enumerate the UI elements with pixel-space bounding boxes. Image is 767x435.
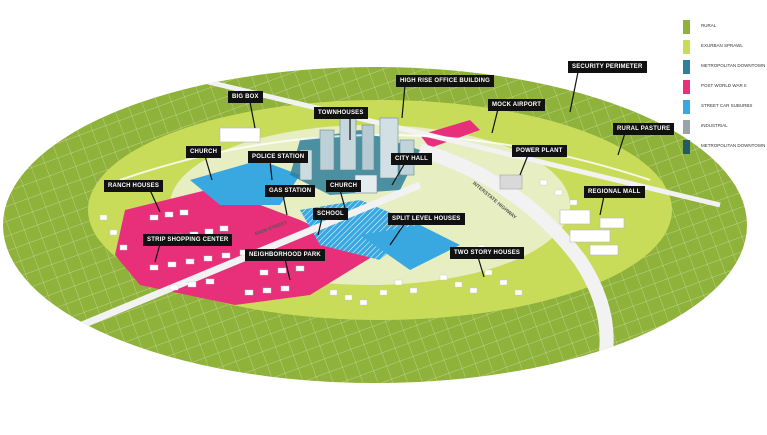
legend-label: EXURBAN SPRAWL [701, 43, 743, 48]
legend-label: METROPOLITAN DOWNTOWN [701, 63, 766, 68]
legend-label: RURAL [701, 23, 717, 28]
legend-label: INDUSTRIAL [701, 123, 728, 128]
legend-label: STREET CAR SUBURBS [701, 103, 753, 108]
callout-regional-mall: REGIONAL MALL [584, 186, 645, 198]
legend-item-industrial: INDUSTRIAL [683, 120, 763, 134]
legend-label: POST WORLD WAR II [701, 83, 747, 88]
big-box-building [219, 127, 261, 143]
callout-lines [149, 71, 626, 281]
callout-two-story: TWO STORY HOUSES [450, 247, 525, 259]
legend-item-metro-downtown-dark: METROPOLITAN DOWNTOWN [683, 140, 766, 154]
legend-swatch [683, 60, 690, 74]
callout-neighborhood-park: NEIGHBORHOOD PARK [245, 249, 325, 261]
callout-townhouses: TOWNHOUSES [314, 107, 368, 119]
legend-item-rural: RURAL [683, 20, 763, 34]
callout-city-hall: CITY HALL [391, 153, 433, 165]
legend-swatch [683, 120, 690, 134]
callout-power-plant: POWER PLANT [512, 145, 567, 157]
callout-high-rise: HIGH RISE OFFICE BUILDING [396, 75, 495, 87]
legend-item-streetcar: STREET CAR SUBURBS [683, 100, 763, 114]
callout-security-perimeter: SECURITY PERIMETER [568, 61, 647, 73]
power-plant-building [499, 174, 523, 190]
legend-swatch [683, 40, 690, 54]
callout-split-level: SPLIT LEVEL HOUSES [388, 213, 465, 225]
callout-police-station: POLICE STATION [248, 151, 309, 163]
interstate-highway [417, 143, 614, 383]
callout-gas-station: GAS STATION [265, 185, 316, 197]
regional-mall-building [559, 209, 625, 256]
callout-school: SCHOOL [313, 208, 348, 220]
callout-strip-shopping: STRIP SHOPPING CENTER [143, 234, 233, 246]
legend-swatch [683, 20, 690, 34]
legend-swatch [683, 100, 690, 114]
callout-ranch-houses: RANCH HOUSES [104, 180, 164, 192]
legend-item-exurban: EXURBAN SPRAWL [683, 40, 763, 54]
legend-item-metro-downtown: METROPOLITAN DOWNTOWN [683, 60, 766, 74]
legend-label: METROPOLITAN DOWNTOWN [701, 143, 766, 148]
callout-church-center: CHURCH [326, 180, 362, 192]
legend-item-post-war: POST WORLD WAR II [683, 80, 763, 94]
callout-rural-pasture: RURAL PASTURE [613, 123, 675, 135]
diagonal-road [199, 77, 721, 208]
legend-swatch [683, 80, 690, 94]
pink-lot-topright [420, 120, 480, 148]
post-war-zone [115, 188, 375, 305]
callout-church-left: CHURCH [186, 146, 222, 158]
streetcar-zone-right [360, 225, 460, 270]
callout-mock-airport: MOCK AIRPORT [488, 99, 546, 111]
legend-swatch [683, 140, 690, 154]
callout-big-box: BIG BOX [228, 91, 263, 103]
